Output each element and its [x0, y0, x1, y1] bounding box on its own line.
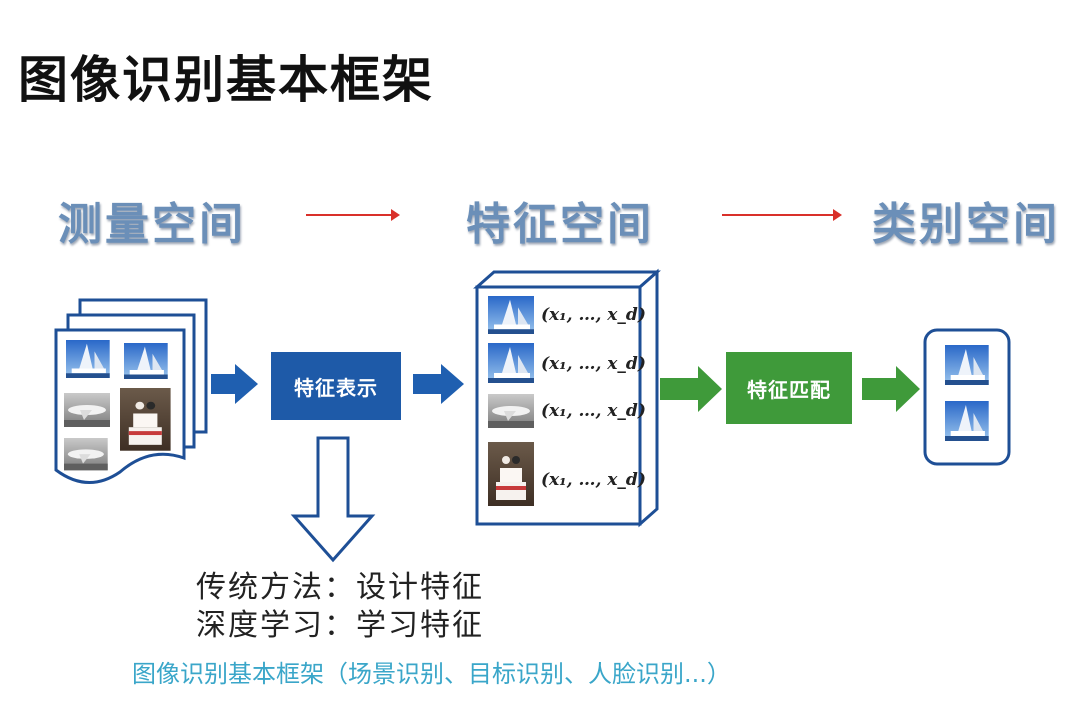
feature-matching-label: 特征匹配 — [747, 377, 831, 402]
feature-vector: (x₁, …, x_d) — [541, 470, 646, 490]
feature-vector: (x₁, …, x_d) — [541, 305, 646, 325]
category-result-box — [923, 328, 1011, 466]
feature-vector: (x₁, …, x_d) — [541, 401, 646, 421]
boat-icon — [488, 343, 534, 383]
cake-icon — [488, 442, 534, 506]
measurement-space-label: 测量空间 — [58, 199, 246, 250]
airplane-icon — [64, 438, 108, 471]
boat-icon — [124, 343, 168, 379]
red-arrow-1 — [306, 209, 400, 221]
feature-space-label: 特征空间 — [466, 199, 654, 250]
boat-icon — [945, 401, 989, 441]
category-space-label: 类别空间 — [872, 199, 1060, 250]
feature-space-box — [473, 268, 661, 528]
image-document-stack — [54, 298, 208, 484]
boat-icon — [66, 340, 110, 378]
feature-representation-label: 特征表示 — [294, 375, 378, 400]
blue-arrow-1 — [211, 364, 258, 404]
feature-representation-box — [271, 352, 401, 420]
down-outline-arrow — [290, 436, 376, 563]
green-arrow-1 — [660, 366, 722, 412]
airplane-icon — [488, 394, 534, 428]
blue-arrow-2 — [413, 364, 464, 404]
airplane-icon — [64, 393, 110, 427]
cake-icon — [120, 388, 171, 451]
feature-matching-box — [726, 352, 852, 424]
boat-icon — [945, 345, 989, 385]
boat-icon — [488, 296, 534, 334]
deep-learning-text: 深度学习：学习特征 — [196, 608, 484, 643]
feature-vector: (x₁, …, x_d) — [541, 354, 646, 374]
traditional-method-text: 传统方法：设计特征 — [196, 570, 484, 605]
green-arrow-2 — [862, 366, 920, 412]
framework-subtitle: 图像识别基本框架（场景识别、目标识别、人脸识别...） — [132, 660, 731, 688]
page-title: 图像识别基本框架 — [18, 51, 434, 109]
red-arrow-2 — [722, 209, 842, 221]
